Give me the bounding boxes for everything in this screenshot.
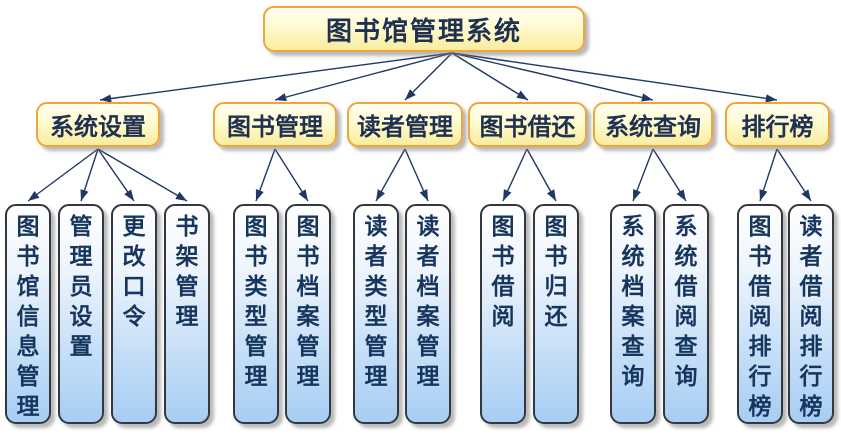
node-branch-book-management: 图书管理 (213, 102, 337, 147)
node-branch-reader-management: 读者管理 (347, 102, 463, 147)
arrow (274, 148, 309, 202)
node-branch-rankings: 排行榜 (725, 102, 830, 147)
node-leaf-reader-archive-management: 读者档案管理 (405, 204, 451, 424)
arrow (502, 148, 528, 202)
arrow (255, 148, 276, 202)
arrow (404, 52, 453, 101)
node-leaf-book-borrow-ranking: 图书借阅排行榜 (737, 204, 783, 424)
node-leaf-reader-type-management: 读者类型管理 (353, 204, 399, 424)
arrow (759, 148, 778, 202)
arrow (652, 148, 687, 202)
arrow (451, 52, 778, 103)
node-leaf-bookshelf-management: 书架管理 (164, 204, 210, 424)
node-leaf-book-borrow: 图书借阅 (480, 204, 526, 424)
node-leaf-library-info-management: 图书馆信息管理 (5, 204, 51, 424)
arrow (404, 148, 429, 202)
arrow (375, 148, 406, 202)
arrow (776, 148, 812, 202)
node-root: 图书馆管理系统 (263, 6, 585, 52)
node-branch-system-query: 系统查询 (593, 102, 713, 147)
node-leaf-change-password: 更改口令 (111, 204, 157, 424)
arrow (27, 148, 99, 202)
arrow (80, 148, 99, 202)
arrow (526, 148, 557, 202)
node-leaf-system-borrow-query: 系统借阅查询 (663, 204, 709, 424)
arrow (97, 148, 135, 202)
arrow (274, 52, 453, 102)
node-branch-borrow-return: 图书借还 (468, 102, 587, 147)
node-leaf-book-type-management: 图书类型管理 (233, 204, 279, 424)
arrow (451, 52, 654, 102)
node-leaf-admin-settings: 管理员设置 (58, 204, 104, 424)
node-leaf-book-return: 图书归还 (533, 204, 579, 424)
node-leaf-book-archive-management: 图书档案管理 (285, 204, 331, 424)
arrow (97, 148, 188, 202)
node-leaf-system-archive-query: 系统档案查询 (610, 204, 656, 424)
node-branch-system-settings: 系统设置 (36, 102, 160, 147)
arrow (632, 148, 654, 202)
arrow (451, 52, 529, 101)
arrow (99, 52, 453, 103)
node-leaf-reader-borrow-ranking: 读者借阅排行榜 (788, 204, 834, 424)
